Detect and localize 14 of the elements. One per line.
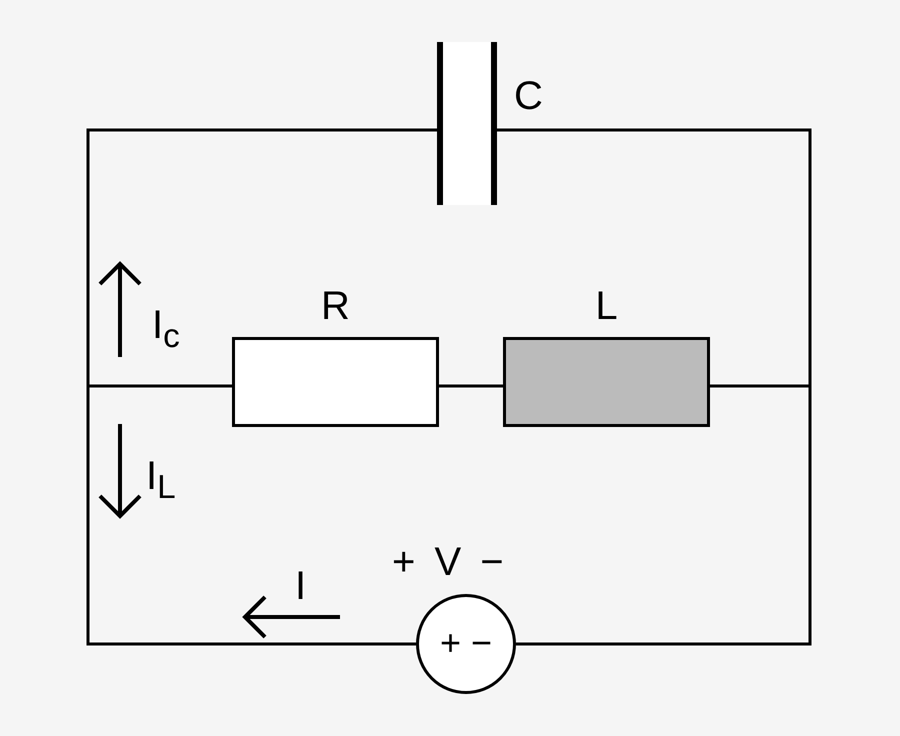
current-label: I$_{L}$ — [146, 456, 176, 504]
component-label: L — [594, 286, 619, 326]
wire — [86, 384, 416, 646]
polarity-label: + − — [438, 625, 494, 661]
capacitor-symbol — [437, 42, 497, 205]
current-label: I$_{c}$ — [152, 305, 180, 354]
wire — [516, 384, 812, 646]
component-label: R — [320, 286, 351, 326]
wire — [497, 128, 812, 388]
voltage-label: + V − — [392, 542, 504, 582]
current-label: I — [295, 566, 306, 606]
wire — [86, 128, 437, 388]
wire — [439, 384, 503, 388]
component-label: C — [514, 76, 543, 116]
